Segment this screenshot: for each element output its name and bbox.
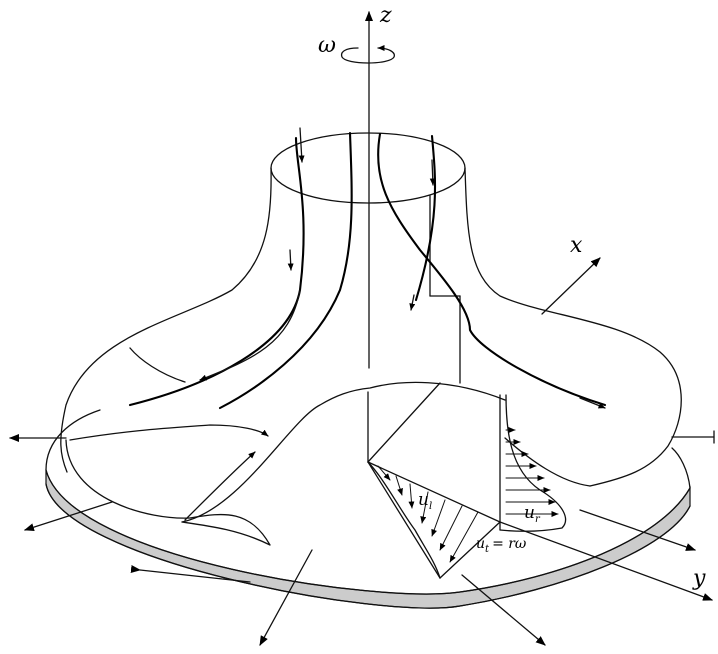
y-axis [499,521,713,601]
x-axis [541,257,601,315]
streamline-2 [218,131,353,410]
streamline-1 [128,136,305,407]
x-axis-label: x [570,233,583,258]
rotation-indicator [340,45,395,64]
velocity-profiles [367,382,567,579]
omega-label: ω [318,33,336,58]
axes [9,11,715,646]
y-axis-label: y [692,566,706,591]
swirl-body [60,132,682,546]
ur-label: ur [524,503,541,525]
streamline-3 [377,132,607,407]
lower-flow-line [69,424,269,441]
ut-label: ut= rω [476,536,527,555]
ul-label: ul [418,490,432,512]
streamline-4 [414,134,437,302]
z-axis-label: z [379,3,392,28]
left-flow-line [129,347,186,383]
base-disk [45,409,691,609]
streamlines [69,127,607,521]
